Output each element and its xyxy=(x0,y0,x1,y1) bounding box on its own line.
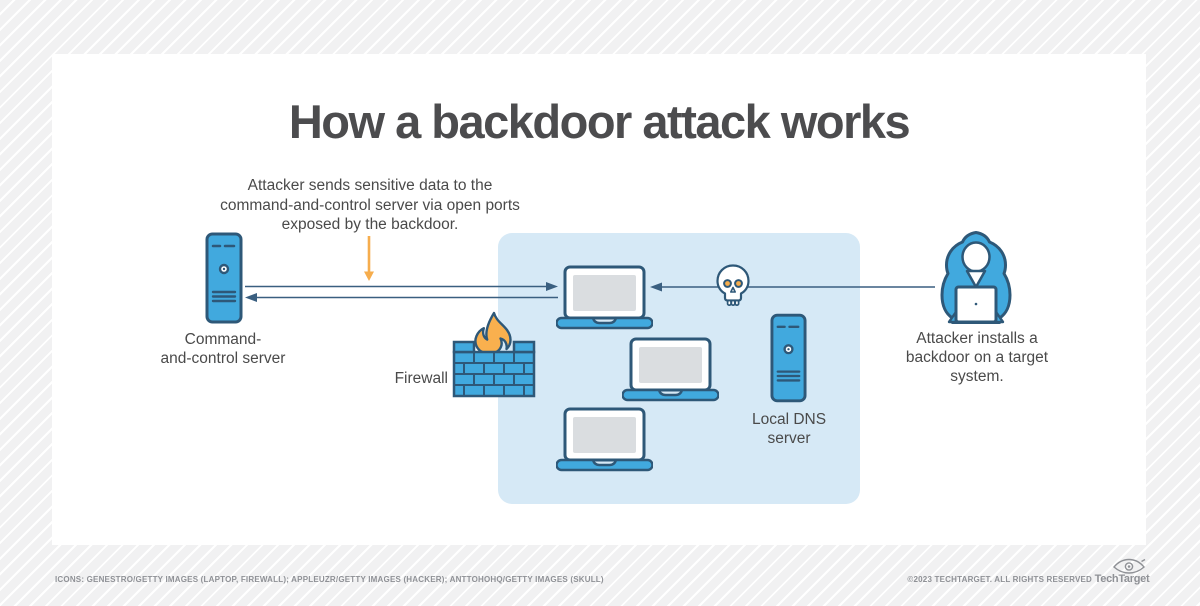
attacker-caption-line: system. xyxy=(950,368,1004,385)
attacker-caption-line: backdoor on a target xyxy=(905,349,1049,366)
hacker-icon xyxy=(940,231,1012,324)
c2-label-line: and-control server xyxy=(160,350,286,367)
dns-server-label: Local DNS server xyxy=(739,410,839,448)
annotation-line: Attacker sends sensitive data to the xyxy=(247,177,493,194)
annotation-line: command-and-control server via open port… xyxy=(220,196,520,214)
firewall-label: Firewall xyxy=(394,370,448,387)
dns-server-icon xyxy=(770,313,807,403)
dns-label-line: server xyxy=(767,430,811,447)
icon-credits: ICONS: GENESTRO/GETTY IMAGES (LAPTOP, FI… xyxy=(55,575,604,584)
laptop-icon xyxy=(556,407,653,472)
copyright-notice: ©2023 TECHTARGET. ALL RIGHTS RESERVED xyxy=(907,575,1092,584)
c2-server-label: Command- and-control server xyxy=(123,330,323,368)
annotation-line: exposed by the backdoor. xyxy=(281,216,459,233)
laptop-icon xyxy=(556,265,653,330)
down-arrow-icon xyxy=(364,236,374,281)
c2-annotation: Attacker sends sensitive data to the com… xyxy=(190,176,550,235)
firewall-icon xyxy=(452,311,536,398)
c2-data-flow-arrows xyxy=(245,282,558,302)
laptop-icon xyxy=(622,337,719,402)
attack-arrow xyxy=(650,282,935,292)
dns-label-line: Local DNS xyxy=(751,411,827,428)
attacker-caption: Attacker installs a backdoor on a target… xyxy=(887,329,1067,386)
techtarget-logo-text: TechTarget xyxy=(1094,573,1150,585)
skull-icon xyxy=(716,264,750,306)
attacker-caption-line: Attacker installs a xyxy=(916,330,1038,347)
c2-label-line: Command- xyxy=(184,331,262,348)
c2-server-icon xyxy=(205,232,243,324)
techtarget-eye-icon xyxy=(1113,558,1146,574)
page-title: How a backdoor attack works xyxy=(288,95,911,148)
